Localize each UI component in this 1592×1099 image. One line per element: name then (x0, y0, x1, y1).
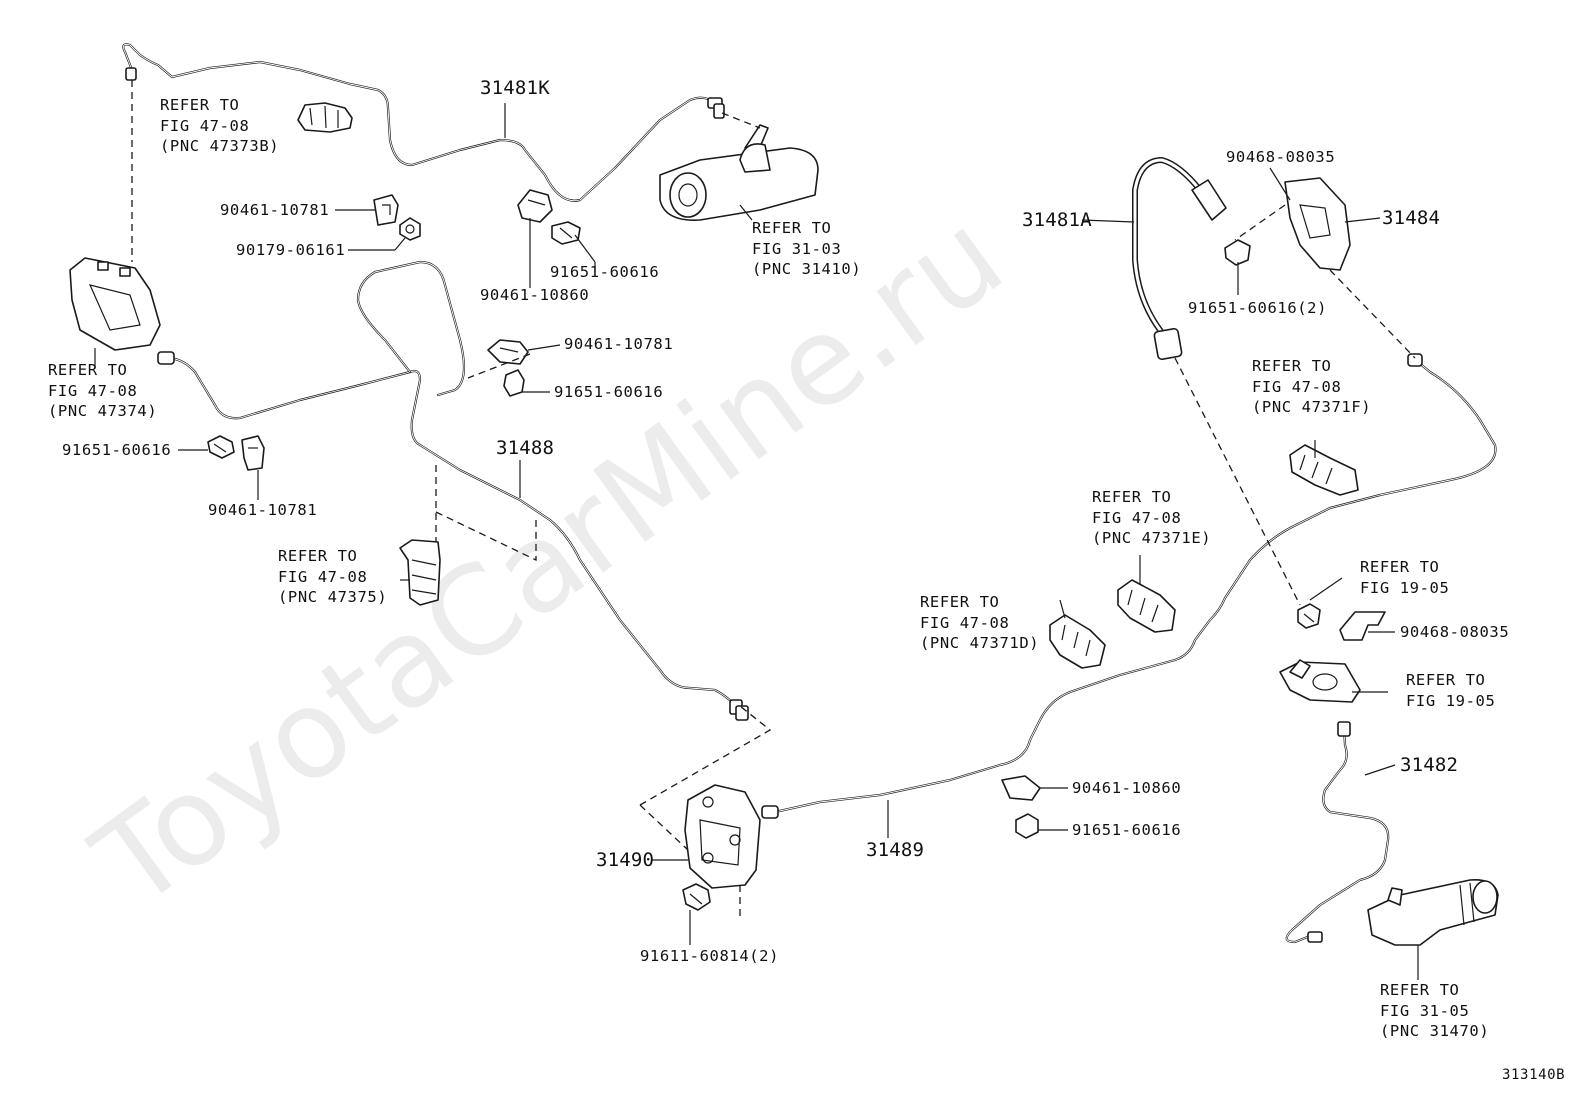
label-90461-10781-c: 90461-10781 (208, 501, 318, 519)
dash-line-6 (639, 705, 772, 806)
clip-90468-08035-b (1339, 611, 1386, 641)
label-31490: 31490 (596, 849, 655, 871)
pipe-31489 (761, 353, 1497, 819)
label-90461-10781-a: 90461-10781 (220, 201, 330, 219)
label-90461-10860-b: 90461-10860 (1072, 779, 1182, 797)
clamp-47373B (297, 102, 353, 133)
bolt-91651-60616-d (1015, 813, 1039, 839)
label-90468-08035-a: 90468-08035 (1226, 148, 1336, 166)
clip-90461-10781-b (487, 339, 529, 365)
label-91651-60616-a: 91651-60616 (550, 263, 660, 281)
label-31484: 31484 (1382, 207, 1441, 229)
bolt-91651-60616-c (207, 435, 235, 459)
clip-90461-10860-b (1001, 775, 1041, 801)
label-91651-60616-d: 91651-60616 (1072, 821, 1182, 839)
clip-90461-10860-a (517, 189, 553, 223)
bracket-31484 (1284, 177, 1351, 271)
clamp-47371F (1289, 444, 1359, 496)
label-90468-08035-b: 90468-08035 (1400, 623, 1510, 641)
label-31481A: 31481A (1022, 209, 1092, 231)
nut-90179-06161 (399, 217, 421, 241)
dash-line-5 (639, 804, 689, 851)
label-90461-10860-a: 90461-10860 (480, 286, 590, 304)
bolt-right-19-05 (1297, 603, 1321, 629)
bracket-19-05 (1279, 659, 1361, 703)
pipe-31482 (1285, 721, 1390, 944)
dash-line-10 (1329, 269, 1416, 359)
pipe-lower-left (157, 351, 749, 721)
clip-90461-10781-c (241, 435, 265, 471)
dash-line-4 (435, 511, 537, 562)
dash-line-9 (1234, 204, 1286, 241)
mount-47374 (69, 257, 161, 351)
bracket-31490 (684, 784, 761, 889)
pipe-loop (356, 260, 466, 397)
label-91611-60814-2: 91611-60814(2) (640, 947, 780, 965)
label-31489: 31489 (866, 839, 925, 861)
label-91651-60616-c: 91651-60616 (62, 441, 172, 459)
figure-code: 313140B (1502, 1067, 1566, 1083)
label-91651-60616-2: 91651-60616(2) (1188, 299, 1328, 317)
bolt-91651-60616-2 (1224, 239, 1251, 266)
leader-lines (94, 103, 1419, 980)
label-91651-60616-b: 91651-60616 (554, 383, 664, 401)
label-90179-06161: 90179-06161 (236, 241, 346, 259)
hose-31481A (1132, 157, 1227, 361)
bolt-91651-60616-a (551, 221, 581, 245)
label-31481K: 31481K (480, 77, 550, 99)
release-cylinder (1367, 878, 1499, 946)
master-cylinder (659, 112, 819, 221)
clamp-47371E (1117, 579, 1176, 633)
label-90461-10781-b: 90461-10781 (564, 335, 674, 353)
label-31482: 31482 (1400, 754, 1459, 776)
clip-90461-10781-a (373, 194, 399, 226)
dash-line-8 (1174, 357, 1301, 606)
label-31488: 31488 (496, 437, 555, 459)
clamp-47375 (399, 539, 441, 606)
clamp-47371D (1049, 614, 1106, 669)
bolt-91651-60616-b (503, 369, 525, 397)
bolt-91611-60814 (682, 883, 711, 911)
pipe-31481K (122, 43, 725, 202)
